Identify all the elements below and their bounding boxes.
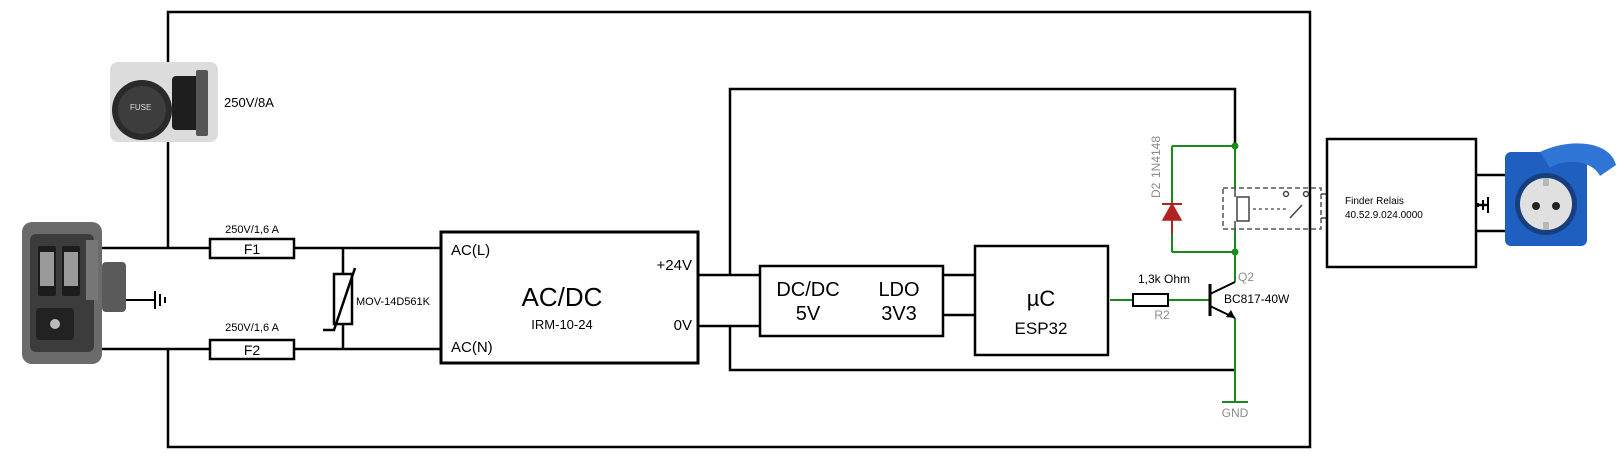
earth-symbol-socket	[1477, 197, 1489, 213]
dc-wiring	[698, 87, 1237, 372]
psu-part: IRM-10-24	[531, 317, 592, 332]
iec-inlet	[22, 222, 126, 364]
resistor-value: 1,3k Ohm	[1138, 272, 1190, 286]
fuse-f2-designator: F2	[244, 342, 261, 358]
resistor-r2: 1,3k Ohm R2	[1132, 272, 1190, 322]
fuse-cap-text: FUSE	[130, 103, 151, 112]
relay-line2: 40.52.9.024.0000	[1345, 210, 1423, 221]
varistor-label: MOV-14D561K	[356, 296, 431, 308]
relay-line1: Finder Relais	[1345, 196, 1404, 207]
psu-pin-pos: +24V	[657, 257, 692, 274]
psu-title: AC/DC	[522, 282, 603, 312]
junction-dots	[1231, 142, 1239, 256]
transistor-q2: Q2 BC817-40W	[1208, 270, 1290, 319]
relay-symbol	[1222, 187, 1327, 230]
fuse-holder-rating: 250V/8A	[224, 95, 274, 110]
fuse-f2-rating: 250V/1,6 A	[225, 322, 279, 334]
acdc-module: AC(L) AC(N) +24V 0V AC/DC IRM-10-24	[439, 230, 700, 365]
finder-relay-box: Finder Relais 40.52.9.024.0000	[1325, 137, 1478, 269]
fuse-holder-image: FUSE	[110, 62, 218, 142]
diode-part: 1N4148	[1149, 136, 1163, 178]
diode-designator: D2	[1149, 182, 1163, 198]
transistor-designator: Q2	[1238, 270, 1254, 284]
fuse-f1-designator: F1	[244, 241, 261, 257]
fuse-f1: F1 250V/1,6 A	[208, 224, 296, 260]
fuse-f2: F2 250V/1,6 A	[208, 322, 296, 361]
diode-d2: D2 1N4148	[1149, 136, 1183, 234]
fuse-f1-rating: 250V/1,6 A	[225, 224, 279, 236]
earth-symbol-inlet	[126, 291, 166, 309]
gnd-label: GND	[1222, 406, 1249, 420]
relay-drive-wiring	[1110, 145, 1248, 403]
resistor-designator: R2	[1154, 308, 1170, 322]
mcu-line1: µC	[1027, 286, 1056, 311]
psu-pin-l: AC(L)	[451, 242, 490, 259]
socket-image	[1505, 143, 1616, 246]
ldo-line1: LDO	[878, 279, 919, 301]
varistor	[323, 267, 357, 332]
psu-pin-n: AC(N)	[451, 339, 493, 356]
relay-to-socket-wiring	[1476, 173, 1505, 233]
ldo-line2: 3V3	[881, 303, 917, 325]
dcdc-line2: 5V	[796, 303, 821, 325]
mcu-line2: ESP32	[1015, 319, 1068, 338]
dcdc-line1: DC/DC	[776, 279, 839, 301]
mcu-module: µC ESP32	[973, 244, 1110, 357]
psu-pin-gnd: 0V	[674, 317, 692, 334]
dcdc-ldo-module: DC/DC 5V LDO 3V3	[758, 264, 945, 338]
mains-wiring	[102, 10, 1312, 449]
transistor-part: BC817-40W	[1224, 292, 1290, 306]
